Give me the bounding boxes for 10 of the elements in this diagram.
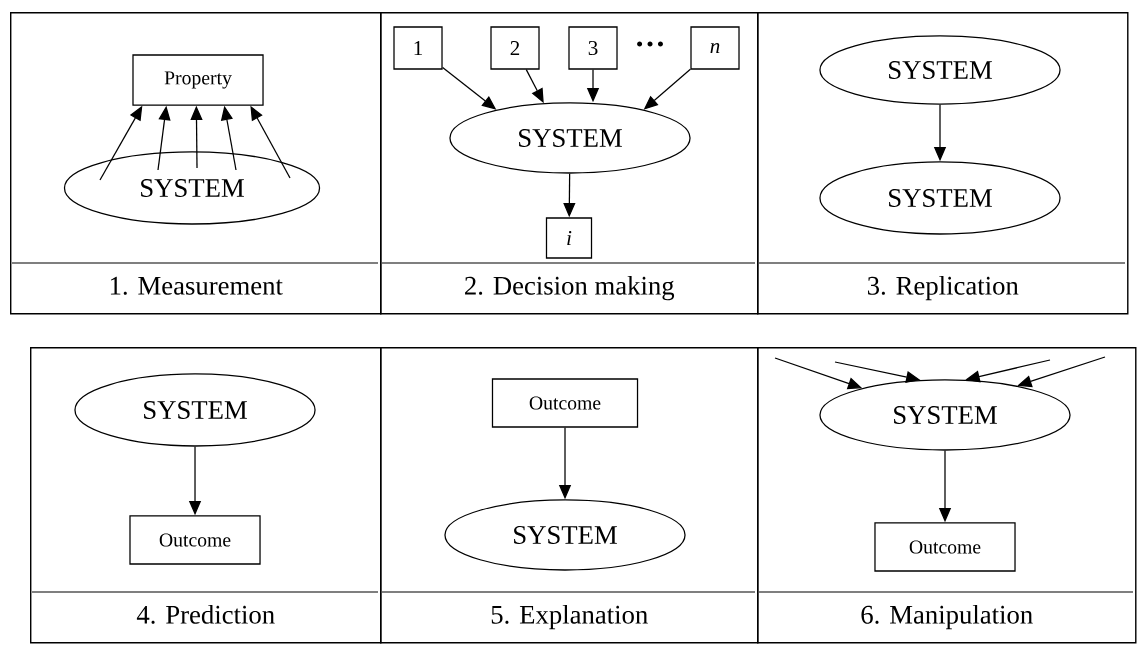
ellipsis: … [637,41,663,47]
text-box: Outcome [129,515,261,565]
text-box: Outcome [491,378,639,428]
text-box: i [545,217,593,259]
text-box: Outcome [874,522,1016,572]
text-box: 1 [393,26,443,70]
text-box: Property [132,54,264,106]
text-box: 2 [490,26,540,70]
text-box: n [690,26,740,70]
text-box: 3 [568,26,618,70]
